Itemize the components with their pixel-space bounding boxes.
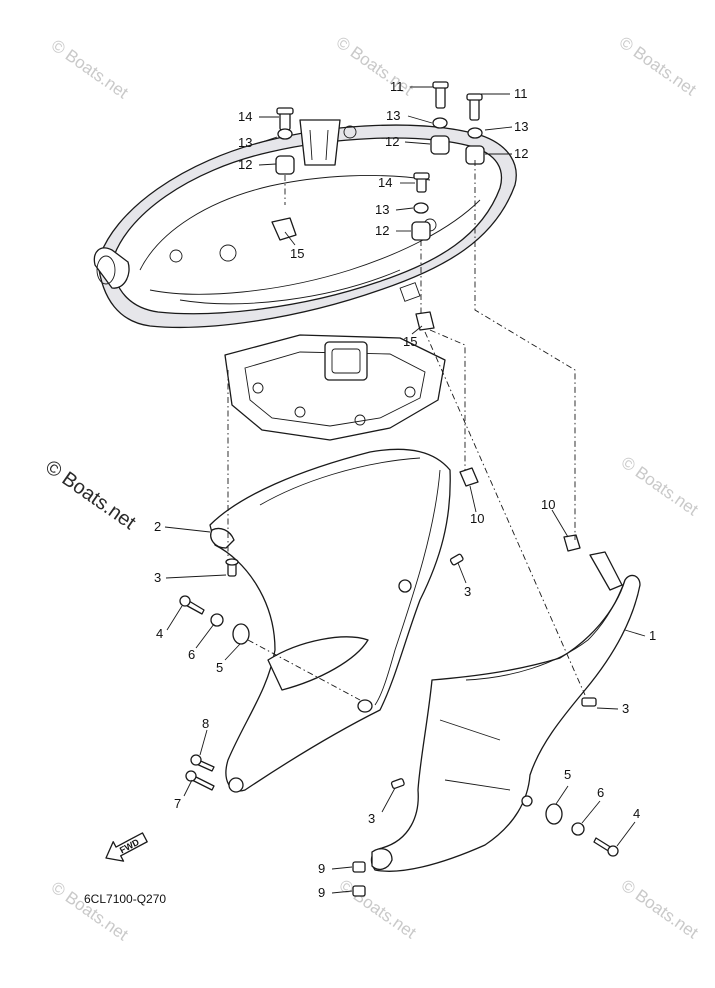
callout-number: 12: [385, 134, 399, 149]
callout-number: 14: [238, 109, 252, 124]
callouts: 11 11 13 13 12 12 14 13 12 14 13 12 15 1…: [154, 79, 656, 900]
screws: [225, 553, 597, 789]
callout-number: 15: [290, 246, 304, 261]
bottom-left-bolts: [185, 754, 215, 791]
callout-number: 10: [470, 511, 484, 526]
callout-number: 15: [403, 334, 417, 349]
callout-number: 12: [375, 223, 389, 238]
left-fasteners: [179, 595, 250, 645]
clip-nut: [352, 861, 366, 873]
callout-number: 2: [154, 519, 161, 534]
watermark: © Boats.net: [336, 876, 420, 943]
callout-number: 5: [564, 767, 571, 782]
watermark: © Boats.net: [48, 36, 132, 103]
grommet-stack-center: [411, 81, 450, 331]
callout-number: 3: [622, 701, 629, 716]
callout-number: 3: [154, 570, 161, 585]
clip-nut: [459, 467, 479, 487]
callout-number: 13: [238, 135, 252, 150]
mount-plate: [224, 334, 446, 441]
callout-number: 10: [541, 497, 555, 512]
watermark: © Boats.net: [618, 876, 702, 943]
callout-number: 3: [368, 811, 375, 826]
callout-number: 13: [514, 119, 528, 134]
grommet-stack-right: [465, 93, 485, 165]
apron-left: [209, 448, 451, 793]
diagram-code: 6CL7100-Q270: [84, 892, 166, 906]
callout-number: 11: [514, 86, 528, 101]
alignment-lines: [227, 160, 586, 701]
callout-number: 7: [174, 796, 181, 811]
callout-number: 9: [318, 885, 325, 900]
callout-number: 9: [318, 861, 325, 876]
watermark: © Boats.net: [333, 33, 417, 100]
callout-number: 12: [238, 157, 252, 172]
callout-number: 4: [633, 806, 640, 821]
callout-number: 12: [514, 146, 528, 161]
leader-lines: [164, 86, 646, 894]
callout-number: 13: [386, 108, 400, 123]
clip-nut: [563, 534, 581, 552]
watermark-main: © Boats.net: [41, 456, 140, 534]
fwd-arrow-icon: FWD: [105, 832, 148, 862]
callout-number: 4: [156, 626, 163, 641]
callout-number: 14: [378, 175, 392, 190]
callout-number: 6: [188, 647, 195, 662]
callout-number: 11: [390, 79, 404, 94]
bottom-cowling: [93, 119, 517, 328]
watermark: © Boats.net: [48, 878, 132, 945]
callout-number: 8: [202, 716, 209, 731]
callout-number: 5: [216, 660, 223, 675]
callout-number: 6: [597, 785, 604, 800]
clip-nut: [352, 885, 366, 897]
apron-right: [370, 551, 641, 872]
watermark: © Boats.net: [618, 453, 702, 520]
right-fasteners: [545, 803, 619, 857]
callout-number: 3: [464, 584, 471, 599]
watermark: © Boats.net: [616, 33, 700, 100]
callout-number: 1: [649, 628, 656, 643]
callout-number: 13: [375, 202, 389, 217]
grommet-stack-left: [271, 107, 297, 241]
